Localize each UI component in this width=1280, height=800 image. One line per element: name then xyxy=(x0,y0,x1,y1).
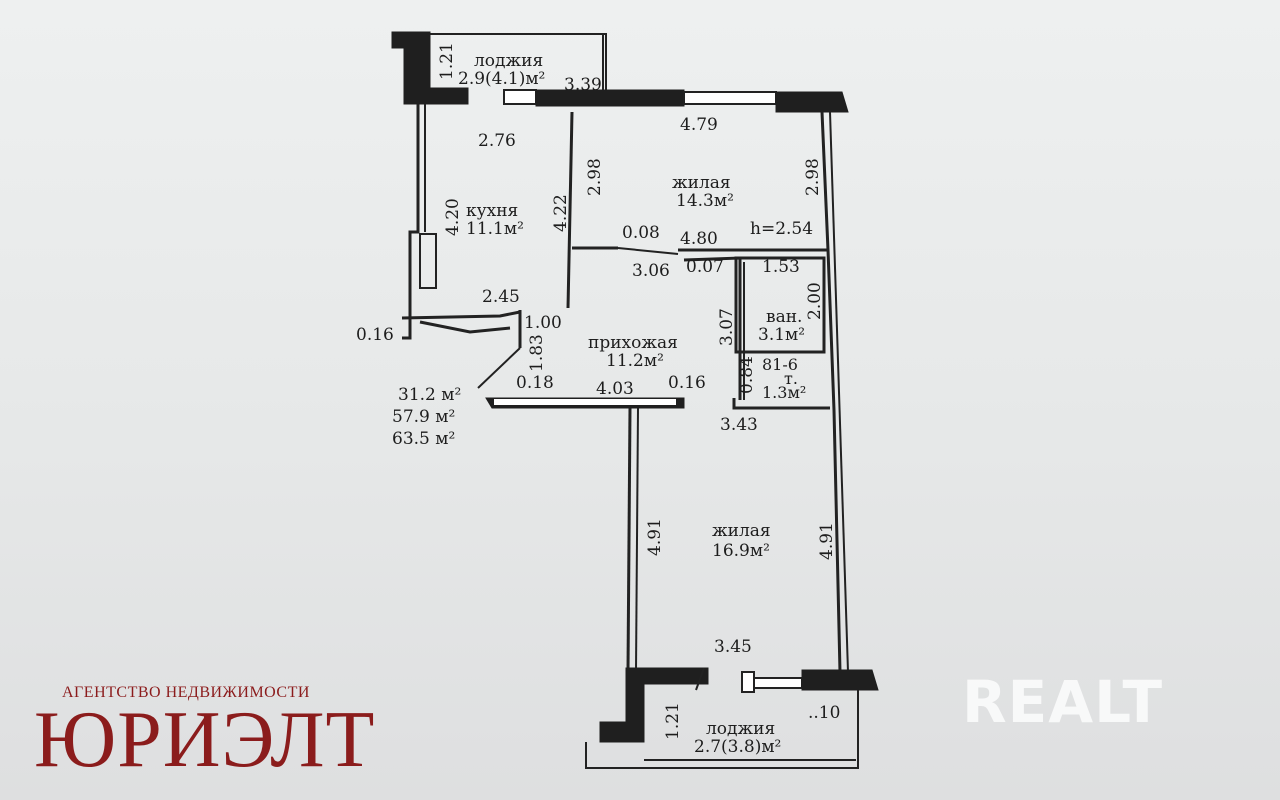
living-door xyxy=(617,247,679,255)
internal-walls xyxy=(401,111,830,671)
kitchen-left-wall xyxy=(402,104,420,340)
right-outer-wall xyxy=(820,111,842,673)
outer-walls xyxy=(402,104,849,673)
dim-4-91-left: 4.91 xyxy=(645,518,665,556)
living-top-area: 14.3м² xyxy=(676,191,734,211)
living-bottom-name: жилая xyxy=(712,521,771,541)
toilet-area: 1.3м² xyxy=(762,383,806,402)
lower-living-left-wall xyxy=(626,407,632,671)
dim-1-21-top: 1.21 xyxy=(437,42,457,80)
dim-4-79: 4.79 xyxy=(680,115,718,135)
dim-1-53: 1.53 xyxy=(762,257,800,277)
hallway-area: 11.2м² xyxy=(606,351,664,371)
loggia-top-area: 2.9(4.1)м² xyxy=(458,69,545,89)
hallway-name: прихожая xyxy=(588,333,678,353)
toilet-name: т. xyxy=(784,369,798,388)
room-labels: лоджия 2.9(4.1)м² жилая 14.3м² кухня 11.… xyxy=(458,51,806,757)
hallway-bottom-wall-gap xyxy=(494,399,676,405)
dim-0-16-mid: 0.16 xyxy=(668,373,706,393)
living-top-name: жилая xyxy=(672,173,731,193)
dim-2-45: 2.45 xyxy=(482,287,520,307)
dim-2-98-right: 2.98 xyxy=(803,158,823,196)
top-loggia-walls xyxy=(391,31,607,105)
kitchen-door xyxy=(419,320,511,334)
dim-2-76: 2.76 xyxy=(478,131,516,151)
kitchen-area: 11.1м² xyxy=(466,219,524,239)
agency-logo-name: ЮРИЭЛТ xyxy=(34,696,376,784)
kitchen-name: кухня xyxy=(466,201,518,221)
toilet-bottom-wall xyxy=(732,398,830,410)
dim-4-03: 4.03 xyxy=(596,379,634,399)
total-area-with-loggias: 63.5 м² xyxy=(392,429,455,449)
loggia-top-name: лоджия xyxy=(474,51,543,71)
dim-1-83: 1.83 xyxy=(527,334,547,372)
dim-2-00: 2.00 xyxy=(805,282,825,320)
dim-3-07: 3.07 xyxy=(717,308,737,346)
top-loggia-left-pier xyxy=(391,31,469,105)
kitchen-door-swing xyxy=(477,347,521,389)
realt-watermark: REALT xyxy=(962,668,1164,736)
total-living-area: 31.2 м² xyxy=(398,385,461,405)
dim-3-39: 3.39 xyxy=(564,75,602,95)
top-wall-segment xyxy=(535,89,685,107)
kitchen-living-wall xyxy=(566,111,574,309)
dim-3-45-leader xyxy=(695,667,705,691)
bottom-wall-corner xyxy=(801,669,879,691)
dim-0-08: 0.08 xyxy=(622,223,660,243)
total-area: 57.9 м² xyxy=(392,407,455,427)
bottom-loggia-walls xyxy=(585,667,879,769)
dim-0-07: 0.07 xyxy=(686,257,724,277)
dim-3-45: 3.45 xyxy=(714,637,752,657)
dim-4-22: 4.22 xyxy=(551,194,571,232)
kitchen-niche xyxy=(419,233,437,289)
loggia-bottom-name: лоджия xyxy=(706,719,775,739)
dim-3-06: 3.06 xyxy=(632,261,670,281)
dimension-labels: 1.21 3.39 4.79 2.76 2.98 2.98 4.22 4.20 … xyxy=(356,42,840,740)
dim-4-91-right: 4.91 xyxy=(817,522,837,560)
top-wall-corner xyxy=(775,91,849,113)
dim-3-43: 3.43 xyxy=(720,415,758,435)
kitchen-bottom-wall xyxy=(401,310,521,320)
agency-subtitle: АГЕНТСТВО НЕДВИЖИМОСТИ xyxy=(62,684,310,701)
living-bottom-area: 16.9м² xyxy=(712,541,770,561)
dim-height: h=2.54 xyxy=(750,219,813,239)
top-loggia-outline xyxy=(430,33,607,94)
dim-4-20: 4.20 xyxy=(443,198,463,236)
bottom-loggia-outline xyxy=(585,690,859,769)
dim-4-80: 4.80 xyxy=(680,229,718,249)
dim-1-00: 1.00 xyxy=(524,313,562,333)
dim-1-21-bottom: 1.21 xyxy=(663,702,683,740)
right-outer-wall-outer xyxy=(829,111,849,673)
dim-2-98-left: 2.98 xyxy=(585,158,605,196)
top-window-wall xyxy=(503,89,849,113)
bottom-loggia-left-pier xyxy=(599,667,709,743)
dim-0-18: 0.18 xyxy=(516,373,554,393)
bath-area: 3.1м² xyxy=(758,325,805,345)
toilet-code: 81-6 xyxy=(762,355,798,374)
bottom-window-glass xyxy=(753,677,803,689)
bottom-window-left xyxy=(741,671,755,693)
dim-0-16-left: 0.16 xyxy=(356,325,394,345)
loggia-bottom-area: 2.7(3.8)м² xyxy=(694,737,781,757)
area-totals: 31.2 м² 57.9 м² 63.5 м² xyxy=(392,385,461,449)
top-window-left xyxy=(503,89,537,105)
top-window-right xyxy=(683,91,777,105)
bath-name: ван. xyxy=(766,307,802,327)
dim-0-84: 0.84 xyxy=(737,356,757,394)
lower-living-left-wall-inner xyxy=(635,407,639,671)
dim-10: ..10 xyxy=(808,703,840,723)
